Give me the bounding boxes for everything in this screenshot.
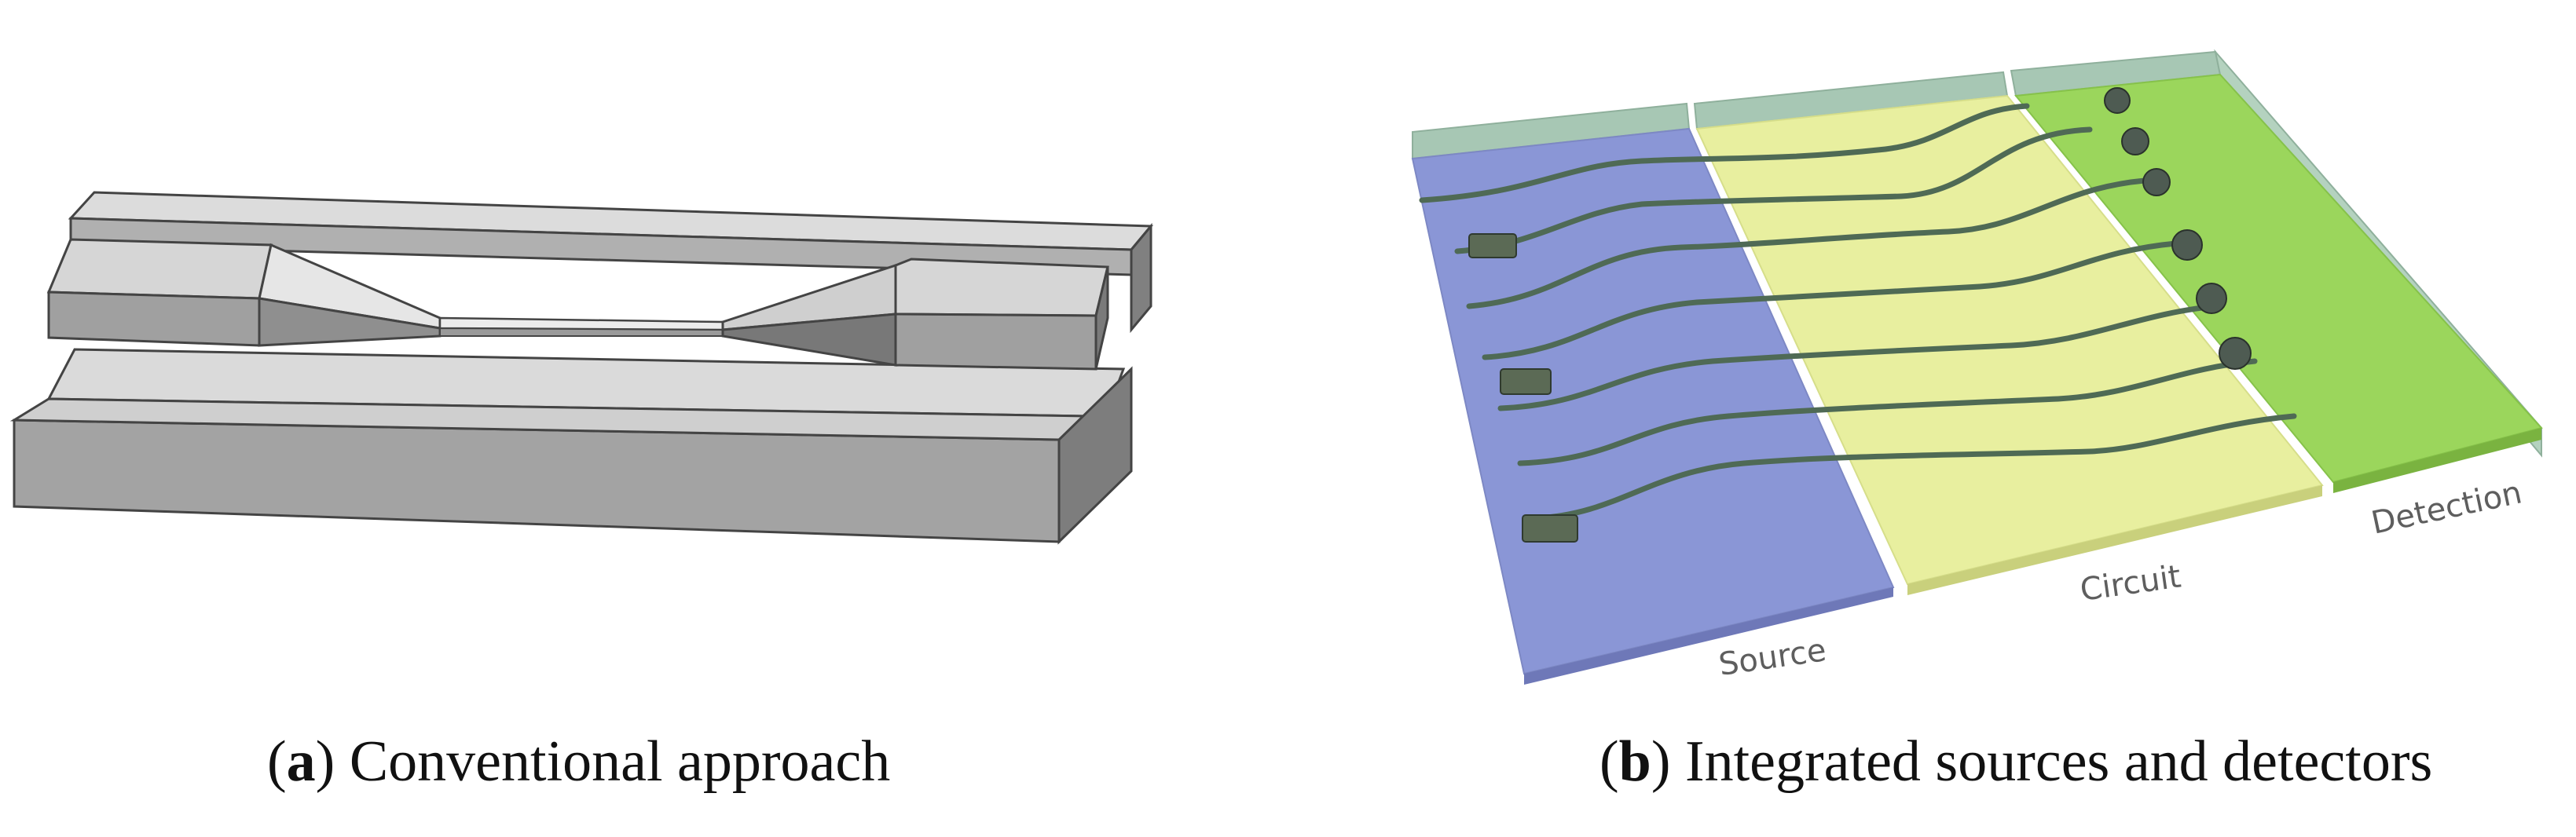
back-rail-side [1130,222,1152,334]
panel-b-integrated-chip: Source Circuit Detection [1383,0,2576,707]
waveguide [1419,103,2030,203]
detector [2171,229,2203,261]
detectors [2104,87,2252,370]
source-gratings [1468,233,1578,543]
right-pad-top [894,258,1109,317]
caption-panel-a: (a) Conventional approach [267,729,891,794]
lower-slab-front [13,418,1061,543]
lower-slab-side [1057,366,1133,545]
label-circuit: Circuit [2078,558,2183,608]
detector [2142,168,2171,196]
waveguide [1517,358,2258,466]
integrated-chip-illustration: Source Circuit Detection [1411,49,2543,685]
waveguide [1497,303,2219,411]
waveguide [1454,126,2093,254]
left-pad-top [46,238,273,300]
detector [2219,337,2252,370]
grating-coupler [1500,368,1552,395]
detector [2104,87,2131,114]
caption-a-text: Conventional approach [349,729,891,794]
waveguide-network [1419,103,2297,521]
panel-a-conventional-chip [0,0,1226,707]
caption-b-text: Integrated sources and detectors [1684,729,2433,794]
detector [2196,283,2227,314]
detector [2121,127,2149,155]
grating-coupler [1468,233,1517,258]
detection-front-edge [2333,428,2541,493]
central-waveguide-front [439,327,724,337]
right-pad-front [894,313,1097,371]
waveguide [1482,240,2179,360]
grating-coupler [1522,514,1578,543]
caption-panel-b: (b) Integrated sources and detectors [1599,729,2433,794]
caption-b-letter: b [1618,729,1651,794]
label-source: Source [1717,632,1828,683]
label-detection: Detection [2369,474,2526,541]
conventional-chip-illustration [9,191,1154,545]
circuit-front-edge [1907,485,2322,595]
waveguide [1533,413,2297,521]
source-front-edge [1524,587,1893,685]
waveguide [1466,177,2148,309]
caption-a-letter: a [286,729,316,794]
right-pad-side [1094,266,1109,370]
left-pad-front [47,291,261,347]
